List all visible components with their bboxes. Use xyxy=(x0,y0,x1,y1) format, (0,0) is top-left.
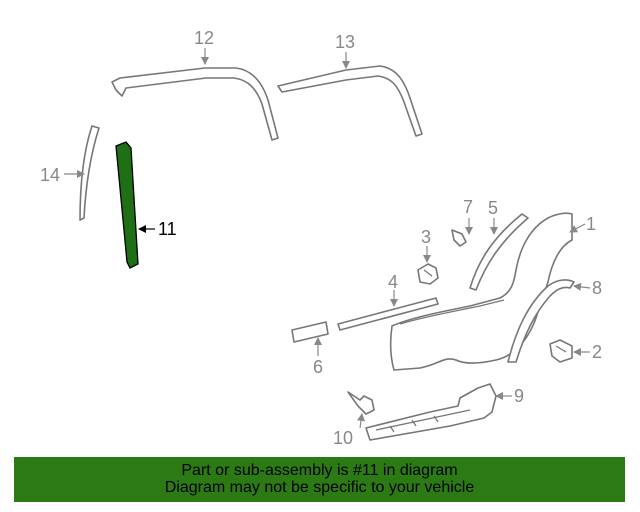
callout-14-label: 14 xyxy=(40,165,60,185)
callout-12-label: 12 xyxy=(194,28,214,48)
callout-13: 13 xyxy=(335,32,355,69)
callout-4-label: 4 xyxy=(388,272,398,292)
part-9-bracket[interactable] xyxy=(365,383,497,441)
part-3-clip[interactable] xyxy=(417,263,439,285)
info-banner: Part or sub-assembly is #11 in diagram D… xyxy=(14,457,625,502)
part-11-pillar-applique[interactable] xyxy=(115,141,139,269)
banner-line-1: Part or sub-assembly is #11 in diagram xyxy=(181,462,458,479)
callout-5-label: 5 xyxy=(488,198,498,218)
callout-8: 8 xyxy=(573,278,602,298)
callout-3: 3 xyxy=(421,227,431,263)
callout-11-label: 11 xyxy=(158,219,177,239)
callout-1: 1 xyxy=(569,214,596,234)
callout-5: 5 xyxy=(488,198,498,235)
callout-12: 12 xyxy=(194,28,214,65)
part-13-molding[interactable] xyxy=(277,65,423,137)
callout-1-label: 1 xyxy=(586,214,596,234)
part-8-molding[interactable] xyxy=(507,279,575,363)
parts-diagram: 12 13 14 11 1 5 xyxy=(40,28,602,448)
part-7-clip[interactable] xyxy=(451,229,467,247)
part-12-molding[interactable] xyxy=(111,67,279,141)
callout-7: 7 xyxy=(463,197,473,235)
part-4-molding[interactable] xyxy=(337,297,439,331)
callout-8-label: 8 xyxy=(592,278,602,298)
callout-6: 6 xyxy=(313,337,323,377)
part-14-weatherstrip[interactable] xyxy=(79,125,100,221)
part-11-shape[interactable] xyxy=(115,141,139,269)
part-5-molding[interactable] xyxy=(469,213,529,291)
banner-line-2: Diagram may not be specific to your vehi… xyxy=(164,479,475,496)
callout-9: 9 xyxy=(495,386,524,406)
callout-4: 4 xyxy=(388,272,398,307)
callout-14: 14 xyxy=(40,165,85,185)
callout-9-label: 9 xyxy=(514,386,524,406)
callout-3-label: 3 xyxy=(421,227,431,247)
part-10-clip[interactable] xyxy=(347,391,375,415)
callout-2-label: 2 xyxy=(592,342,602,362)
callout-10-label: 10 xyxy=(333,428,353,448)
callout-7-label: 7 xyxy=(463,197,473,217)
callout-10: 10 xyxy=(333,413,365,448)
callout-2: 2 xyxy=(573,342,602,362)
part-2-clip[interactable] xyxy=(549,339,573,363)
callout-6-label: 6 xyxy=(313,357,323,377)
part-6-trim[interactable] xyxy=(291,321,329,343)
callout-11: 11 xyxy=(138,219,177,239)
callout-13-label: 13 xyxy=(335,32,355,52)
